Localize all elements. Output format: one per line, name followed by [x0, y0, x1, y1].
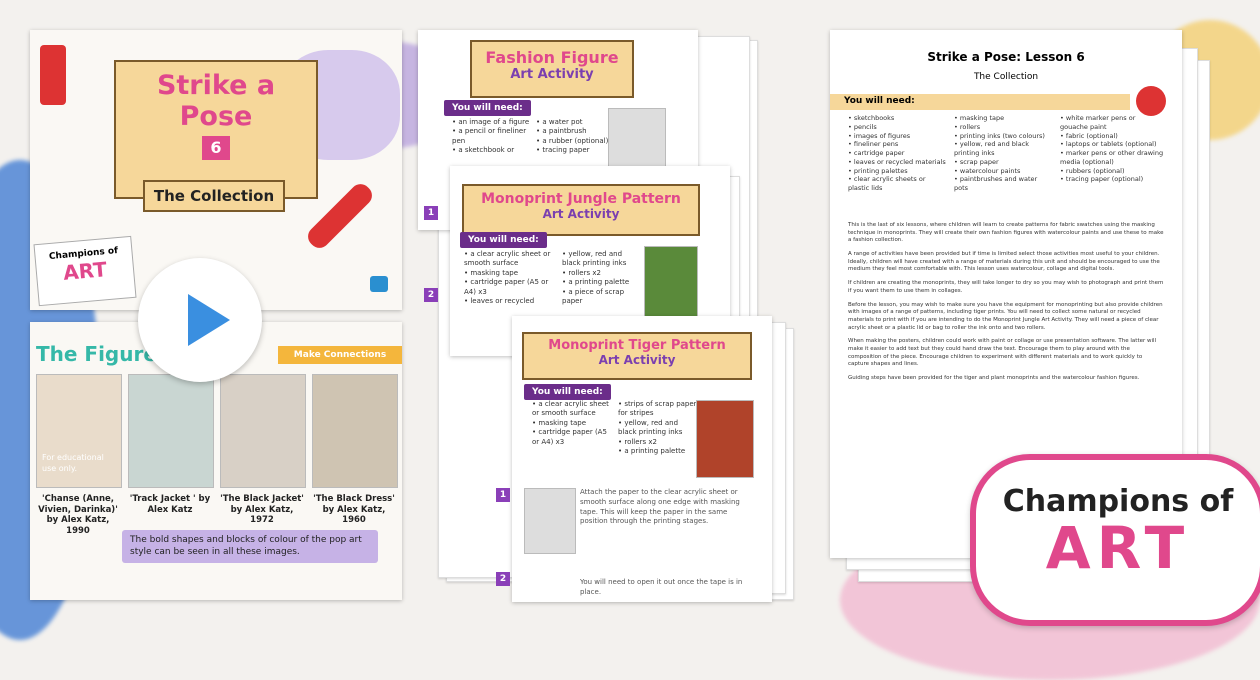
activity2-title: Monoprint Jungle Pattern	[481, 191, 681, 207]
lesson-number: 6	[202, 136, 230, 160]
lesson-title-card: Strike a Pose 6	[114, 60, 318, 199]
artwork-black-dress	[312, 374, 398, 488]
plan-need-label: You will need:	[844, 96, 915, 106]
slide-figure-title: The Figure	[36, 342, 157, 366]
champions-badge: Champions of ART	[33, 235, 137, 307]
video-play-button[interactable]	[138, 258, 262, 382]
plan-para: This is the last of six lessons, where c…	[848, 222, 1164, 244]
step-badge: 1	[496, 488, 510, 502]
activity3-title-card: Monoprint Tiger Pattern Art Activity	[522, 332, 752, 380]
activity2-list-col1: a clear acrylic sheet or smooth surface …	[464, 250, 556, 307]
activity1-subtitle: Art Activity	[510, 67, 594, 82]
plan-para: When making the posters, children could …	[848, 338, 1157, 368]
plan-subtitle: The Collection	[973, 72, 1039, 82]
brand-line1: Champions of	[1002, 484, 1234, 519]
artwork-track-jacket	[128, 374, 214, 488]
plan-para: Before the lesson, you may wish to make …	[848, 301, 1163, 331]
artwork-chanse	[36, 374, 122, 488]
activity-monoprint-tiger: Monoprint Tiger Pattern Art Activity You…	[512, 316, 772, 602]
lesson-title-line2: Pose	[179, 101, 253, 132]
activity3-title: Monoprint Tiger Pattern	[548, 338, 726, 353]
activity-monoprint-jungle: Monoprint Jungle Pattern Art Activity Yo…	[450, 166, 730, 356]
plan-need-bar: You will need:	[830, 94, 1130, 110]
champions-of-art-badge: Champions of ART	[970, 454, 1260, 626]
watermark: For educational use only.	[42, 453, 104, 474]
make-connections-tab: Make Connections	[278, 346, 402, 364]
brand-line2: ART	[1045, 514, 1191, 582]
lesson-subtitle: The Collection	[153, 187, 275, 205]
activity2-list-col2: yellow, red and black printing inks roll…	[562, 250, 642, 307]
artwork-black-jacket	[220, 374, 306, 488]
lesson-title-line1: Strike a	[156, 70, 276, 101]
tiger-print-photo	[696, 400, 754, 478]
step-badge: 1	[424, 206, 438, 220]
step1-photo	[524, 488, 576, 554]
activity2-need-tag: You will need:	[460, 232, 547, 248]
activity2-title-card: Monoprint Jungle Pattern Art Activity	[462, 184, 700, 236]
activity3-list-col1: a clear acrylic sheet or smooth surface …	[532, 400, 612, 447]
caption-black-dress: 'The Black Dress' by Alex Katz, 1960	[313, 494, 395, 526]
activity3-list-col2: strips of scrap paper for stripes yellow…	[618, 400, 698, 457]
mascot-icon	[1136, 86, 1166, 116]
paint-roller-red-icon	[40, 45, 66, 105]
caption-track-jacket: 'Track Jacket ' by Alex Katz	[129, 494, 211, 515]
plan-list-col1: sketchbooks pencils images of figures fi…	[848, 114, 946, 193]
play-icon	[188, 294, 230, 346]
step2-text: You will need to open it out once the ta…	[580, 578, 743, 596]
activity1-title-card: Fashion Figure Art Activity	[470, 40, 634, 98]
activity1-need-tag: You will need:	[444, 100, 531, 116]
activity1-title: Fashion Figure	[485, 48, 619, 67]
twinkl-logo-icon	[370, 276, 388, 292]
activity1-list-col1: an image of a figure a pencil or finelin…	[452, 118, 532, 156]
jungle-print-photo	[644, 246, 698, 320]
step1-text: Attach the paper to the clear acrylic sh…	[580, 488, 740, 526]
step-badge: 2	[424, 288, 438, 302]
plan-list-col3: white marker pens or gouache paint fabri…	[1060, 114, 1164, 184]
activity2-subtitle: Art Activity	[542, 207, 620, 221]
activity3-need-tag: You will need:	[524, 384, 611, 400]
plan-para: A range of activities have been provided…	[848, 251, 1160, 273]
lesson-subtitle-card: The Collection	[143, 180, 285, 212]
slide-note: The bold shapes and blocks of colour of …	[122, 530, 378, 564]
caption-chanse: 'Chanse (Anne, Vivien, Darinka)' by Alex…	[38, 494, 118, 536]
plan-para: If children are creating the monoprints,…	[848, 280, 1164, 294]
plan-para: Guiding steps have been provided for the…	[848, 375, 1140, 381]
plan-title: Strike a Pose: Lesson 6	[927, 50, 1085, 64]
activity1-list-col2: a water pot a paintbrush a rubber (optio…	[536, 118, 616, 156]
activity3-subtitle: Art Activity	[598, 353, 676, 367]
plan-list-col2: masking tape rollers printing inks (two …	[954, 114, 1052, 193]
plan-body: This is the last of six lessons, where c…	[848, 222, 1164, 389]
caption-black-jacket: 'The Black Jacket' by Alex Katz, 1972	[220, 494, 304, 526]
step-badge: 2	[496, 572, 510, 586]
